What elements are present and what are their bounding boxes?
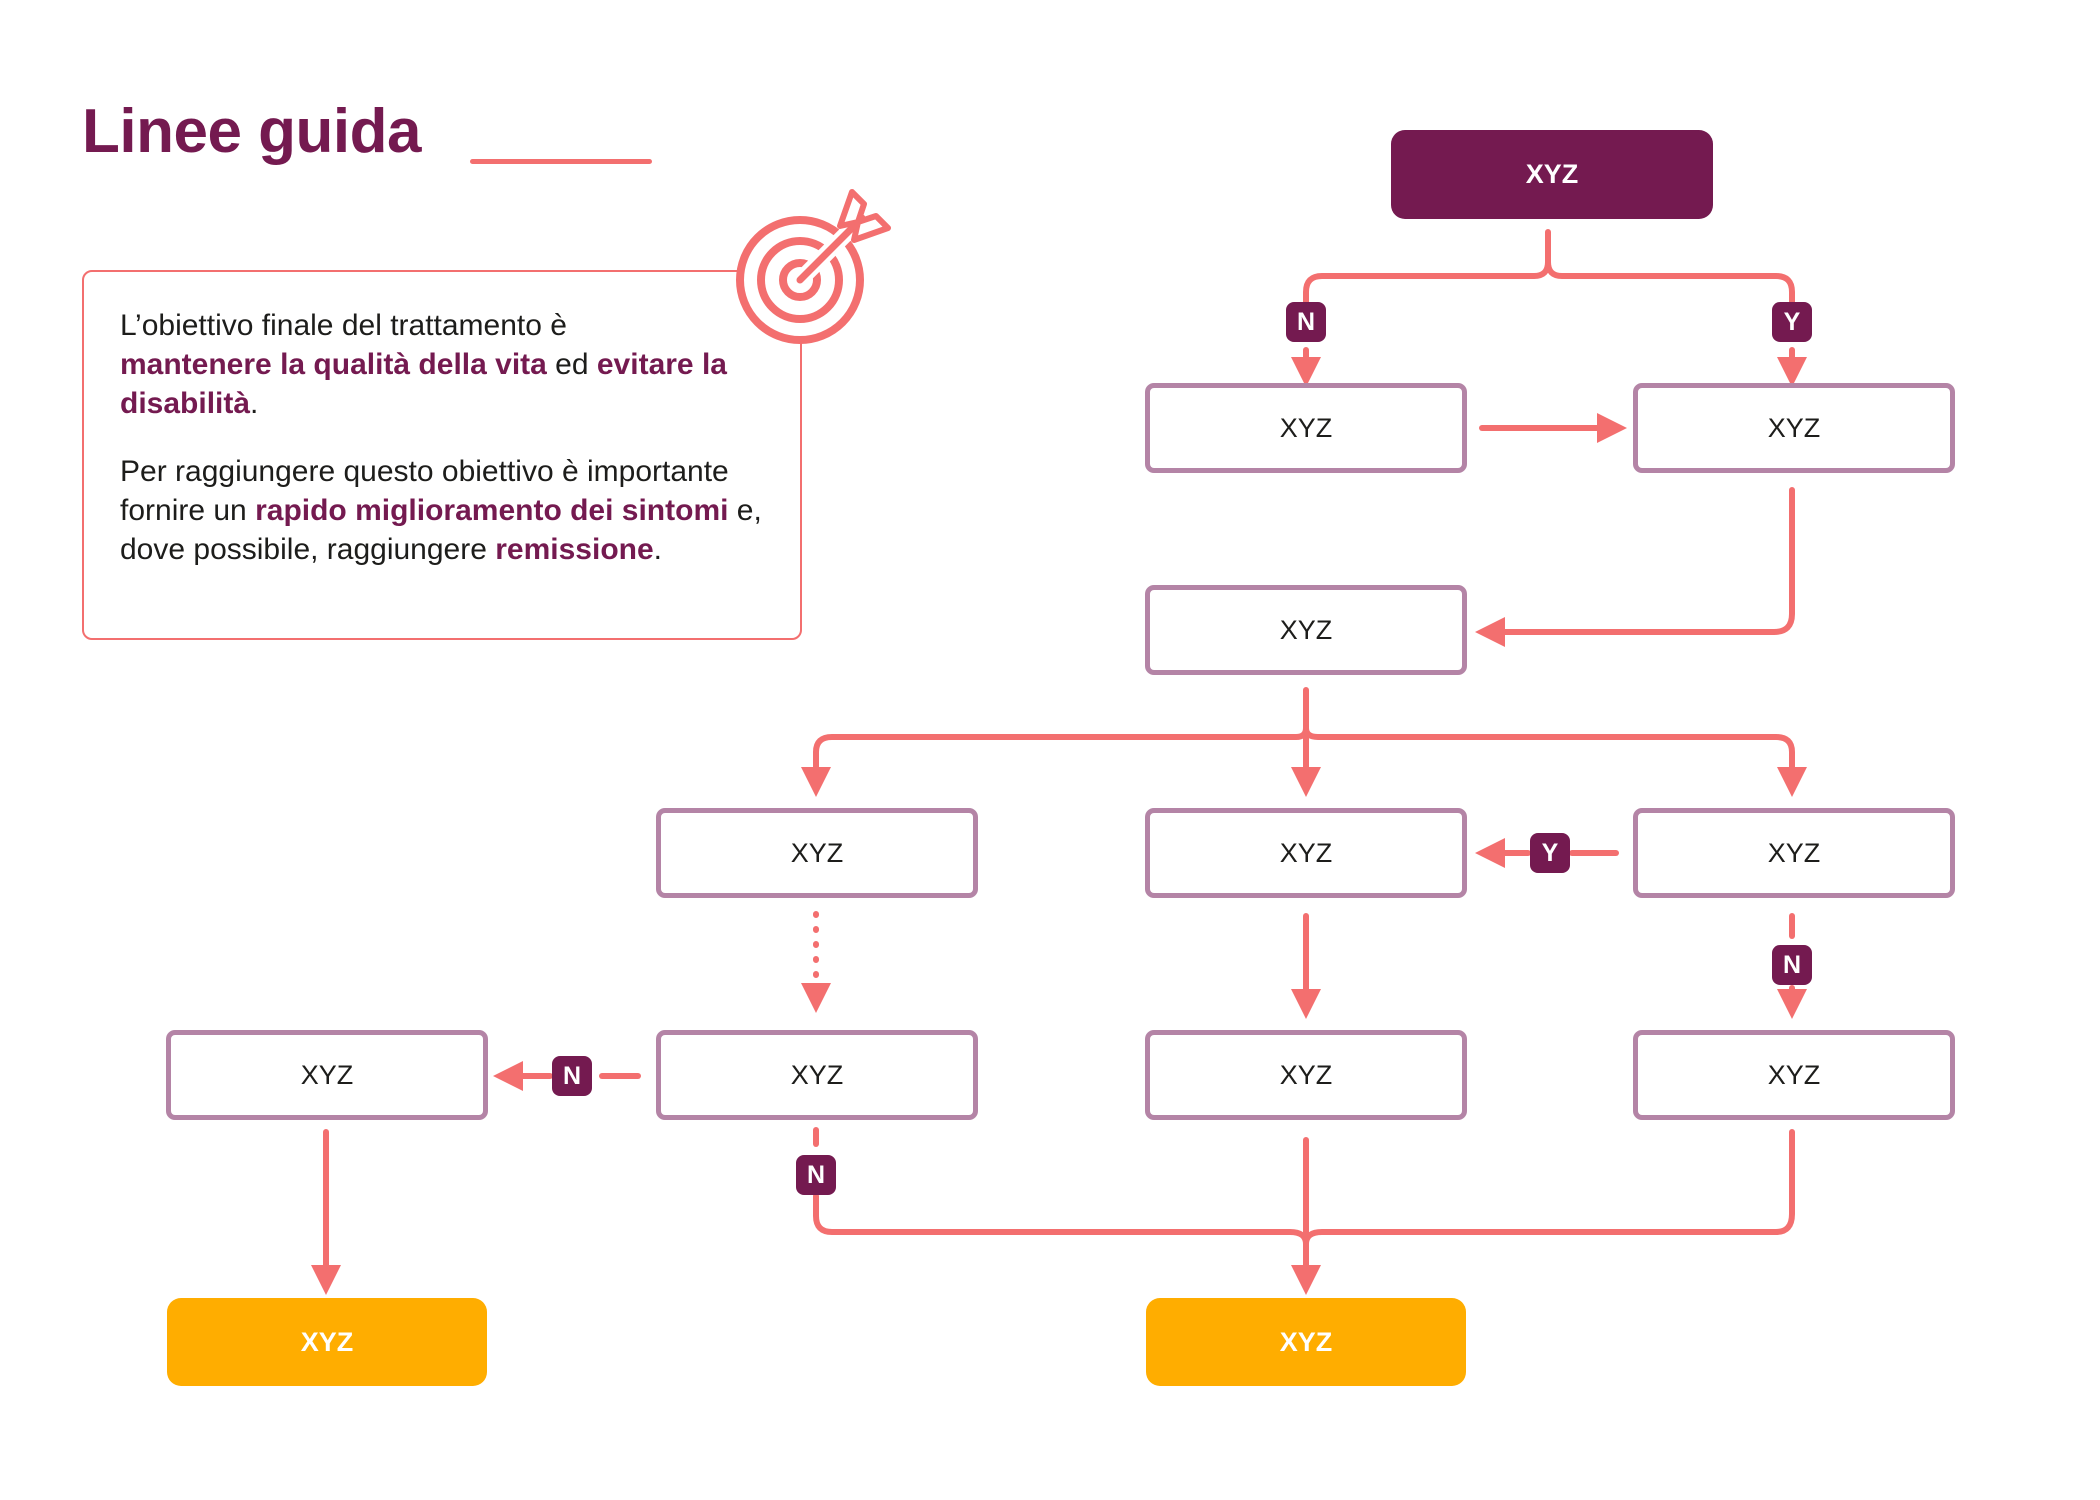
connector-start-split-right <box>1545 259 1795 315</box>
flow-node-r4-left: XYZ <box>656 1030 978 1120</box>
flow-node-r1-right: XYZ <box>1633 383 1955 473</box>
badge-y-r3: Y <box>1530 833 1570 873</box>
badge-y-start-right: Y <box>1772 302 1812 342</box>
info-p1-highlight-2: evitare la disabilità <box>120 348 727 420</box>
info-p2-text-a: Per raggiungere questo obiettivo è impor… <box>120 455 729 527</box>
info-p2-text-c: e, dove possibile, raggiungere <box>120 494 762 566</box>
info-p1-text-c: ed <box>546 348 597 381</box>
badge-n-r4-left: N <box>552 1056 592 1096</box>
flow-node-end-mid: XYZ <box>1146 1298 1466 1386</box>
connector-r4-right-merge <box>1303 1129 1795 1247</box>
flow-node-r4-far-left: XYZ <box>166 1030 488 1120</box>
connector-r2-split-right <box>1303 725 1807 797</box>
info-p1-text-a: L’obiettivo finale del trattamento è <box>120 309 567 342</box>
flow-node-r3-right: XYZ <box>1633 808 1955 898</box>
info-p2-text-e: . <box>653 533 663 566</box>
info-p2-highlight-2: remissione <box>495 533 654 566</box>
info-p2-highlight-1: rapido miglioramento dei sintomi <box>255 494 729 527</box>
flow-node-start: XYZ <box>1391 130 1713 219</box>
flow-node-r4-right: XYZ <box>1633 1030 1955 1120</box>
connector-start-split <box>1303 229 1551 315</box>
arrow-r1-right-to-r2 <box>1475 487 1795 647</box>
info-text: L’obiettivo finale del trattamento è mant… <box>120 306 780 598</box>
flow-node-r4-mid: XYZ <box>1145 1030 1467 1120</box>
flow-node-r2: XYZ <box>1145 585 1467 675</box>
badge-n-r3-right: N <box>1772 945 1812 985</box>
info-paragraph-2: Per raggiungere questo obiettivo è impor… <box>120 452 780 569</box>
target-arrow-icon <box>736 189 891 344</box>
connector-n-merge <box>813 1193 1309 1247</box>
flow-node-end-left: XYZ <box>167 1298 487 1386</box>
info-p1-highlight-1: mantenere la qualità della vita <box>120 348 547 381</box>
badge-n-start-left: N <box>1286 302 1326 342</box>
info-p1-text-e: . <box>250 387 259 420</box>
info-box <box>82 270 802 640</box>
badge-n-merge: N <box>796 1155 836 1195</box>
page-title: Linee guida <box>82 97 421 166</box>
title-underline <box>470 159 652 164</box>
info-paragraph-1: L’obiettivo finale del trattamento è mant… <box>120 306 780 423</box>
connector-r2-split <box>801 687 1309 797</box>
flow-node-r1-left: XYZ <box>1145 383 1467 473</box>
flow-node-r3-mid: XYZ <box>1145 808 1467 898</box>
flow-node-r3-left: XYZ <box>656 808 978 898</box>
